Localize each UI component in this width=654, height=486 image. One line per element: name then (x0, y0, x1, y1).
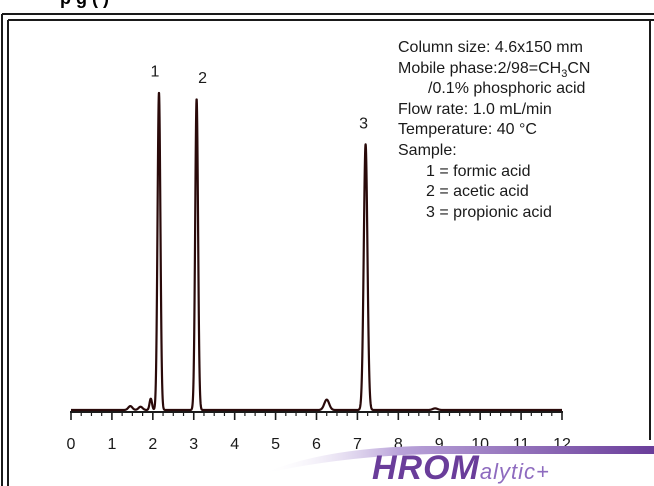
x-tick-label: 2 (148, 436, 157, 453)
x-tick-label: 6 (312, 436, 321, 453)
mobile-phase-line2: /0.1% phosphoric acid (428, 80, 586, 98)
x-axis-ticks (70, 412, 563, 420)
chart-title: p g ( ) (60, 0, 109, 8)
column-size-text: Column size: 4.6x150 mm (398, 39, 583, 56)
sample-item-1: 1 = formic acid (426, 162, 531, 180)
x-tick-label: 4 (230, 436, 239, 453)
plot-frame (1, 13, 654, 486)
chromatogram-trace (70, 91, 563, 412)
logo-swoosh (262, 446, 654, 474)
peak-labels: 1 2 3 (151, 63, 369, 132)
title-band: p g ( ) (0, 0, 654, 8)
sample-label: Sample: (398, 141, 457, 159)
x-tick-label: 1 (107, 436, 116, 453)
mobile-phase-subscript: 3 (561, 67, 568, 80)
flow-rate-text: Flow rate: 1.0 mL/min (398, 100, 552, 118)
peak-label-3: 3 (359, 115, 368, 132)
x-tick-label: 7 (353, 436, 362, 453)
mobile-phase-prefix: Mobile phase:2/98=CH (398, 59, 562, 77)
logo: HROMalytic+ (262, 440, 654, 486)
peak-label-2: 2 (198, 70, 207, 87)
logo-text-cut: + (536, 459, 550, 484)
mobile-phase-text: Mobile phase:2/98=CH3CN (398, 59, 648, 80)
x-tick-label: 5 (271, 436, 280, 453)
logo-text-bold: HROM (372, 449, 480, 486)
x-tick-label: 3 (189, 436, 198, 453)
mobile-phase-suffix: CN (567, 59, 591, 77)
method-conditions: Column size: 4.6x150 mm Mobile phase:2/9… (398, 38, 648, 223)
logo-wordmark: HROMalytic+ (372, 449, 550, 486)
logo-text-light: alytic (479, 459, 537, 484)
sample-item-2: 2 = acetic acid (426, 183, 529, 201)
sample-item-3: 3 = propionic acid (426, 203, 552, 221)
x-tick-label: 9 (435, 436, 444, 453)
temperature-text: Temperature: 40 °C (398, 121, 537, 139)
x-tick-label: 0 (67, 436, 76, 453)
peak-label-1: 1 (151, 63, 160, 80)
x-tick-label: 8 (394, 436, 403, 453)
